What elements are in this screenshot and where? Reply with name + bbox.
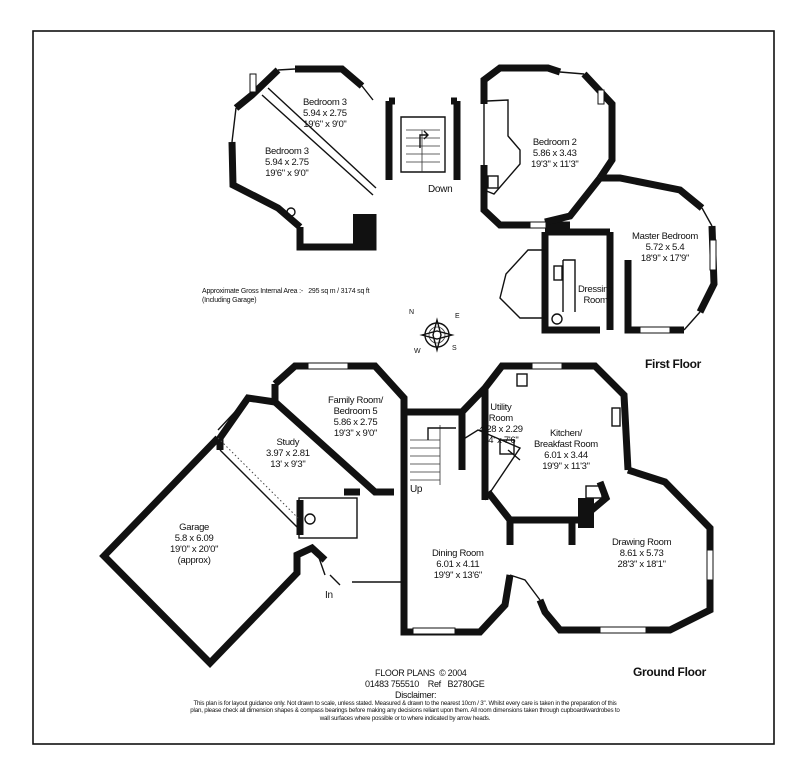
first-floor-title: First Floor [645,357,702,371]
family-room-walls [271,362,408,496]
room-imperial: 19'6" x 9'0" [265,168,309,179]
room-imperial: 19'0" x 20'0" [170,544,219,555]
garage-walls [99,435,328,669]
garage-label: Garage 5.8 x 6.09 19'0" x 20'0" (approx) [170,522,219,566]
compass-s: S [452,345,457,352]
room-metric: 5.94 x 2.75 [265,157,309,168]
ground-floor-stairs [400,408,466,492]
ref-label: Ref [427,679,441,689]
room-imperial: 18'9" x 17'9" [640,253,690,264]
area-label: Approximate Gross Internal Area :- [202,288,303,295]
room-imperial: 13' x 9'3" [270,459,306,470]
room-metric: 5.86 x 2.75 [333,417,378,428]
compass-rose [419,317,455,353]
chimney [353,214,373,247]
company-name: FLOOR PLANS [375,668,435,678]
master-bedroom-label: Master Bedroom 5.72 x 5.4 18'9" x 17'9" [632,231,698,264]
room-metric: 6.01 x 3.44 [544,450,588,461]
area-value: 295 sq m / 3174 sq ft [308,288,370,295]
ground-floor-plan [99,362,714,669]
room-name-line2: Bedroom 5 [333,406,378,417]
room-imperial: 19'3" x 11'3" [531,159,579,170]
ground-floor-title: Ground Floor [633,665,707,679]
bedroom-3-partition [261,94,374,196]
page-border [32,30,775,745]
footer-company-line: FLOOR PLANS © 2004 [375,668,467,679]
disclaimer-title: Disclaimer: [395,690,437,700]
dressing-room-walls [541,228,614,334]
room-metric: 5.86 x 3.43 [532,148,577,159]
ref-number: B2780GE [447,679,485,689]
bedroom-2-label: Bedroom 2 5.86 x 3.43 19'3" x 11'3" [531,137,579,170]
bedroom-3-label-upper: Bedroom 3 5.94 x 2.75 19'6" x 9'0" [303,97,347,130]
room-imperial: 19'3" x 9'0" [333,428,378,439]
room-imperial: 19'9" x 13'6" [433,570,483,581]
first-floor-plan [228,64,718,334]
room-name-line1: Family Room/ [328,395,383,406]
master-bedroom-walls [544,174,718,334]
first-floor-stairs [385,97,461,180]
drawing-room-walls [510,466,714,634]
room-note: (approx) [177,555,211,566]
room-metric: 4.28 x 2.29 [479,424,523,435]
drawing-room-label: Drawing Room 8.61 x 5.73 28'3" x 18'1" [612,537,672,570]
kitchen-label: Kitchen/ Breakfast Room 6.01 x 3.44 19'9… [534,428,598,472]
room-name: Garage [179,522,210,533]
stairs-up-label: Up [410,484,423,495]
footer-contact-line: 01483 755510 Ref B2780GE [365,679,485,690]
dressing-room-label: Dressing Room [578,284,613,306]
compass-n: N [409,309,415,316]
room-name: Study [276,437,300,448]
room-name: Drawing Room [612,537,672,548]
room-name-line2: Room [583,295,608,306]
family-room-label: Family Room/ Bedroom 5 5.86 x 2.75 19'3"… [328,395,383,439]
study-label: Study 3.97 x 2.81 13' x 9'3" [266,437,310,470]
area-note: (Including Garage) [202,296,257,304]
disclaimer-text: This plan is for layout guidance only. N… [190,700,620,722]
room-name: Bedroom 2 [532,137,577,148]
room-imperial: 19'6" x 9'0" [303,119,347,130]
area-summary: Approximate Gross Internal Area :- 295 s… [202,288,422,305]
room-name-line1: Utility [490,402,512,413]
bedroom-3-label-lower: Bedroom 3 5.94 x 2.75 19'6" x 9'0" [265,146,309,179]
room-name: Bedroom 3 [265,146,309,157]
room-metric: 5.94 x 2.75 [303,108,347,119]
compass-w: W [414,348,421,355]
room-metric: 3.97 x 2.81 [266,448,310,459]
room-imperial: 28'3" x 18'1" [617,559,667,570]
compass-e: E [455,313,460,320]
room-name: Master Bedroom [632,231,699,242]
room-name-line2: Room [488,413,513,424]
utility-room-label: Utility Room 4.28 x 2.29 14' x 7'6" [479,402,523,446]
room-metric: 6.01 x 4.11 [436,559,480,570]
entrance-in-label: In [325,590,333,601]
room-name-line1: Dressing [578,284,614,295]
bedroom-3-walls [228,65,377,251]
copyright: © 2004 [439,668,467,678]
room-metric: 5.8 x 6.09 [174,533,214,544]
room-imperial: 14' x 7'6" [483,435,519,446]
dining-room-label: Dining Room 6.01 x 4.11 19'9" x 13'6" [432,548,484,581]
room-name: Bedroom 3 [303,97,347,108]
room-name-line1: Kitchen/ [549,428,582,439]
room-imperial: 19'9" x 11'3" [542,461,590,472]
room-metric: 8.61 x 5.73 [619,548,664,559]
room-name-line2: Breakfast Room [534,439,598,450]
room-name: Dining Room [432,548,484,559]
room-metric: 5.72 x 5.4 [645,242,685,253]
stairs-down-label: Down [428,184,453,195]
phone-number: 01483 755510 [365,679,419,689]
windows [249,73,717,635]
